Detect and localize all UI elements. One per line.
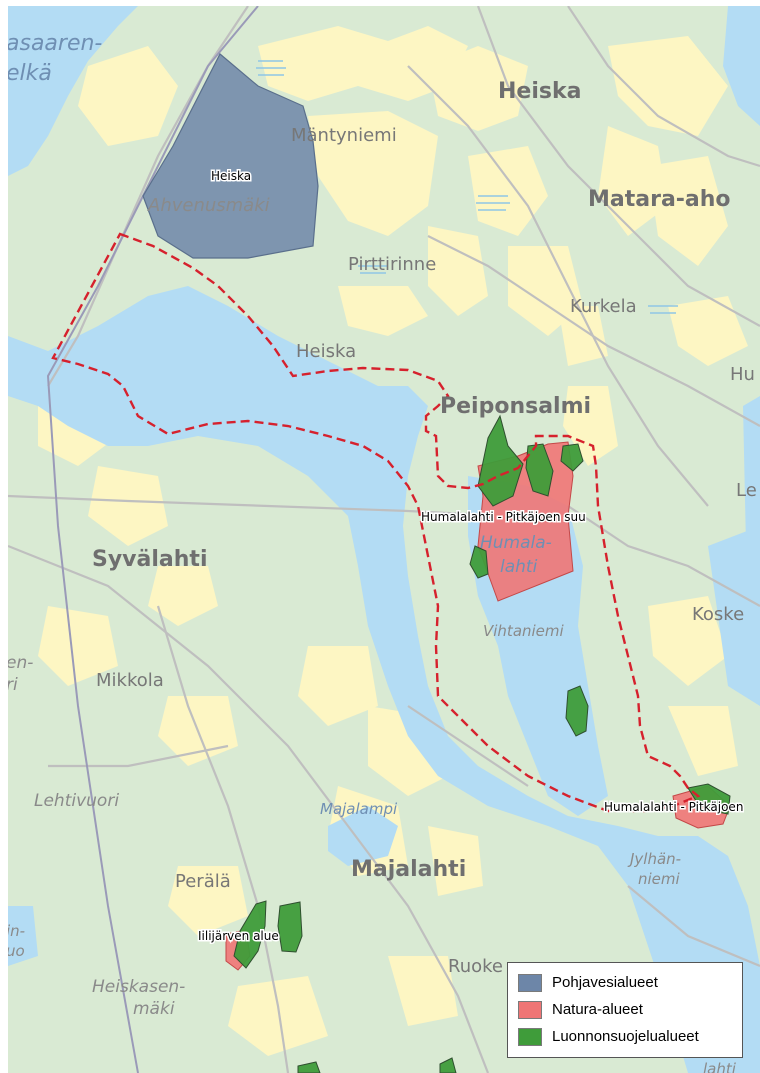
label-pirttirinne: Pirttirinne	[348, 254, 436, 275]
road-network	[8, 6, 760, 1073]
label-in-partial: in-	[8, 922, 25, 940]
nature-reserve-humalalahti-1[interactable]	[477, 414, 524, 507]
field-areas	[38, 26, 748, 1056]
label-ri-partial: ri	[8, 675, 18, 695]
nature-reserve-iilijarven-1[interactable]	[233, 900, 267, 969]
lake-southeast	[708, 526, 760, 706]
nature-reserve-iilijarven-2[interactable]	[277, 901, 303, 953]
label-mantyniemi: Mäntyniemi	[291, 125, 397, 146]
label-koske: Koske	[692, 604, 744, 625]
label-vihtaniemi: Vihtaniemi	[483, 622, 565, 640]
label-en-partial: en-	[8, 653, 33, 673]
label-jylhan-line1: Jylhän-	[627, 850, 681, 868]
groundwater-area-heiska[interactable]	[142, 53, 319, 259]
label-syvalahti: Syvälahti	[92, 547, 207, 572]
label-kurkela: Kurkela	[570, 296, 637, 317]
label-asaaren-line2: elkä	[8, 61, 52, 86]
legend-label-nature-reserve: Luonnonsuojelualueet	[552, 1028, 699, 1045]
legend-item-nature-reserve: Luonnonsuojelualueet	[518, 1023, 732, 1050]
label-heiska-upper: Heiska	[498, 79, 581, 104]
legend-swatch-nature-reserve	[518, 1027, 542, 1046]
lake-southwest	[8, 906, 38, 966]
wetlands	[256, 60, 678, 314]
label-peiponsalmi: Peiponsalmi	[440, 394, 591, 419]
nature-reserve-pitkajoki-south[interactable]	[687, 783, 731, 815]
label-jylhan-line2: niemi	[638, 870, 681, 888]
nature-reserve-island[interactable]	[565, 685, 589, 737]
legend-item-natura: Natura-alueet	[518, 996, 732, 1023]
lake-east-mid	[743, 396, 760, 566]
lake-northwest	[8, 6, 138, 176]
study-area-boundary[interactable]	[51, 232, 701, 813]
label-majalampi: Majalampi	[320, 800, 398, 818]
label-perala: Perälä	[175, 871, 231, 892]
legend-swatch-natura	[518, 1000, 542, 1019]
label-heiskasen-line1: Heiskasen-	[92, 977, 185, 997]
label-heiskasen-line2: mäki	[133, 999, 175, 1019]
label-majalahti: Majalahti	[351, 857, 466, 882]
label-humala-line1: Humala-	[480, 533, 552, 553]
nature-reserves[interactable]	[233, 414, 731, 1073]
label-uo-partial: uo	[8, 942, 25, 960]
area-label-iilijarven: Iilijärven alue	[198, 929, 279, 943]
label-le: Le	[736, 480, 757, 501]
nature-reserve-bottom[interactable]	[439, 1057, 457, 1073]
label-lehtivuori: Lehtivuori	[34, 791, 119, 811]
label-ahvenusmaki: Ahvenusmäki	[147, 195, 270, 216]
label-mikkola: Mikkola	[96, 670, 164, 691]
legend-swatch-groundwater	[518, 973, 542, 992]
nature-reserve-humalalahti-2[interactable]	[525, 443, 554, 497]
label-heiska-lower: Heiska	[296, 341, 356, 362]
legend-item-groundwater: Pohjavesialueet	[518, 969, 732, 996]
area-label-humalalahti-south: Humalalahti - Pitkäjoen	[604, 800, 743, 814]
label-ruoke: Ruoke	[448, 956, 503, 977]
map-canvas[interactable]: Heiska Matara-aho Peiponsalmi Syvälahti …	[8, 6, 760, 1073]
legend-label-groundwater: Pohjavesialueet	[552, 974, 658, 991]
nature-reserve-humalalahti-3[interactable]	[560, 443, 584, 472]
map-view[interactable]: Heiska Matara-aho Peiponsalmi Syvälahti …	[8, 6, 760, 1073]
nature-reserve-bottom-2[interactable]	[297, 1061, 321, 1073]
highway	[46, 6, 259, 1073]
label-asaaren-line1: asaaren-	[8, 31, 102, 56]
legend-label-natura: Natura-alueet	[552, 1001, 643, 1018]
map-legend: Pohjavesialueet Natura-alueet Luonnonsuo…	[507, 962, 743, 1058]
lake-east	[723, 6, 760, 126]
label-humala-line2: lahti	[500, 557, 538, 577]
area-label-humalalahti-main: Humalalahti - Pitkäjoen suu	[421, 510, 586, 524]
nature-reserve-humalalahti-4[interactable]	[469, 545, 489, 579]
label-lahti-partial: lahti	[703, 1060, 737, 1073]
label-matara-aho: Matara-aho	[588, 187, 731, 212]
area-label-heiska: Heiska	[211, 169, 251, 183]
label-hu: Hu	[730, 364, 755, 385]
